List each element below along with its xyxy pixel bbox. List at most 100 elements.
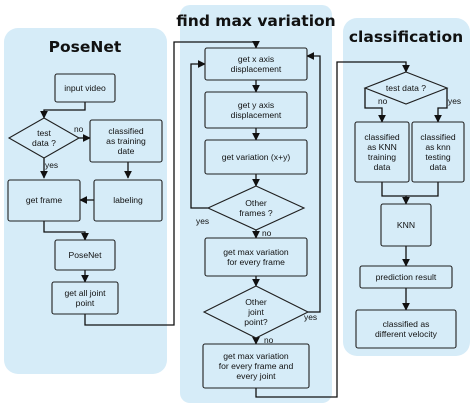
label-line: get y axis [238, 100, 274, 110]
label-line: for every frame [227, 257, 285, 267]
node-get-variation-label: get variation (x+y) [222, 152, 291, 162]
posenet-panel-title: PoseNet [49, 38, 122, 56]
node-labeling-label: labeling [113, 195, 143, 205]
node-posenet-label: PoseNet [69, 250, 103, 260]
connectors [40, 40, 448, 398]
label-line: data [430, 162, 447, 172]
edge-getframe-to-posenet [43, 221, 89, 241]
label-line: get x axis [238, 54, 274, 64]
edge-label-no: no [378, 96, 388, 106]
edge-maxjoint-to-classification [255, 61, 410, 398]
label-line: point? [244, 317, 268, 327]
node-knn: KNN [380, 203, 432, 247]
label-line: for every frame and [219, 361, 294, 371]
edge-label-yes: yes [196, 216, 209, 226]
label-line: get max variation [223, 247, 289, 257]
node-get-frame: get frame [7, 179, 81, 222]
edge-test2-yes [434, 88, 448, 123]
node-labeling: labeling [93, 179, 163, 222]
label-line: labeling [113, 195, 143, 205]
node-get-variation: get variation (x+y) [204, 139, 308, 175]
edge-label-no: no [74, 124, 84, 134]
node-posenet: PoseNet [54, 239, 116, 271]
label-line: test [37, 128, 51, 138]
label-line: prediction result [376, 272, 437, 282]
edge-labels: no yes yes no yes no no yes [45, 96, 461, 345]
node-input-video: input video [54, 73, 116, 103]
label-line: get max variation [223, 351, 289, 361]
label-line: classified [420, 132, 456, 142]
label-line: data ? [32, 138, 56, 148]
label-line: get all joint [64, 288, 106, 298]
node-get-frame-label: get frame [26, 195, 63, 205]
label-line: Other [245, 198, 267, 208]
label-line: input video [64, 83, 106, 93]
label-line: every joint [236, 371, 276, 381]
label-line: training [368, 152, 396, 162]
edge-alljoint-to-xdisp [84, 40, 260, 326]
edge-test2-no [364, 88, 386, 123]
edge-otherjoint-yes-loop [306, 52, 321, 313]
edge-input-to-test [40, 102, 86, 119]
label-line: classified [108, 126, 144, 136]
label-line: KNN [397, 220, 415, 230]
variation-panel-title: find max variation [176, 12, 335, 30]
label-line: date [118, 146, 135, 156]
decision-test-data-classification: test data ? [363, 71, 449, 105]
node-prediction-result-label: prediction result [376, 272, 437, 282]
decision-test-data-classification-label: test data ? [386, 83, 426, 93]
label-line: as knn [425, 142, 451, 152]
label-line: as KNN [367, 142, 397, 152]
label-line: Other [245, 297, 267, 307]
edge-testing-to-knn [406, 182, 439, 197]
label-line: PoseNet [69, 250, 103, 260]
edge-otherframes-yes-loop [190, 60, 208, 209]
label-line: data [374, 162, 391, 172]
node-prediction-result: prediction result [359, 265, 453, 289]
label-line: get frame [26, 195, 63, 205]
label-line: displacement [231, 110, 282, 120]
edge-label-yes: yes [304, 312, 317, 322]
label-line: as training [106, 136, 146, 146]
edge-label-yes: yes [448, 96, 461, 106]
edge-label-no: no [262, 228, 272, 238]
node-input-video-label: input video [64, 83, 106, 93]
label-line: joint [247, 307, 264, 317]
label-line: classified [364, 132, 400, 142]
label-line: frames ? [239, 208, 273, 218]
label-line: different velocity [375, 329, 438, 339]
label-line: classified as [383, 319, 430, 329]
label-line: testing [425, 152, 451, 162]
classification-panel-title: classification [349, 28, 463, 46]
label-line: test data ? [386, 83, 426, 93]
edge-label-no: no [264, 335, 274, 345]
label-line: displacement [231, 64, 282, 74]
edge-label-yes: yes [45, 160, 58, 170]
edge-training-to-knn [381, 182, 410, 205]
